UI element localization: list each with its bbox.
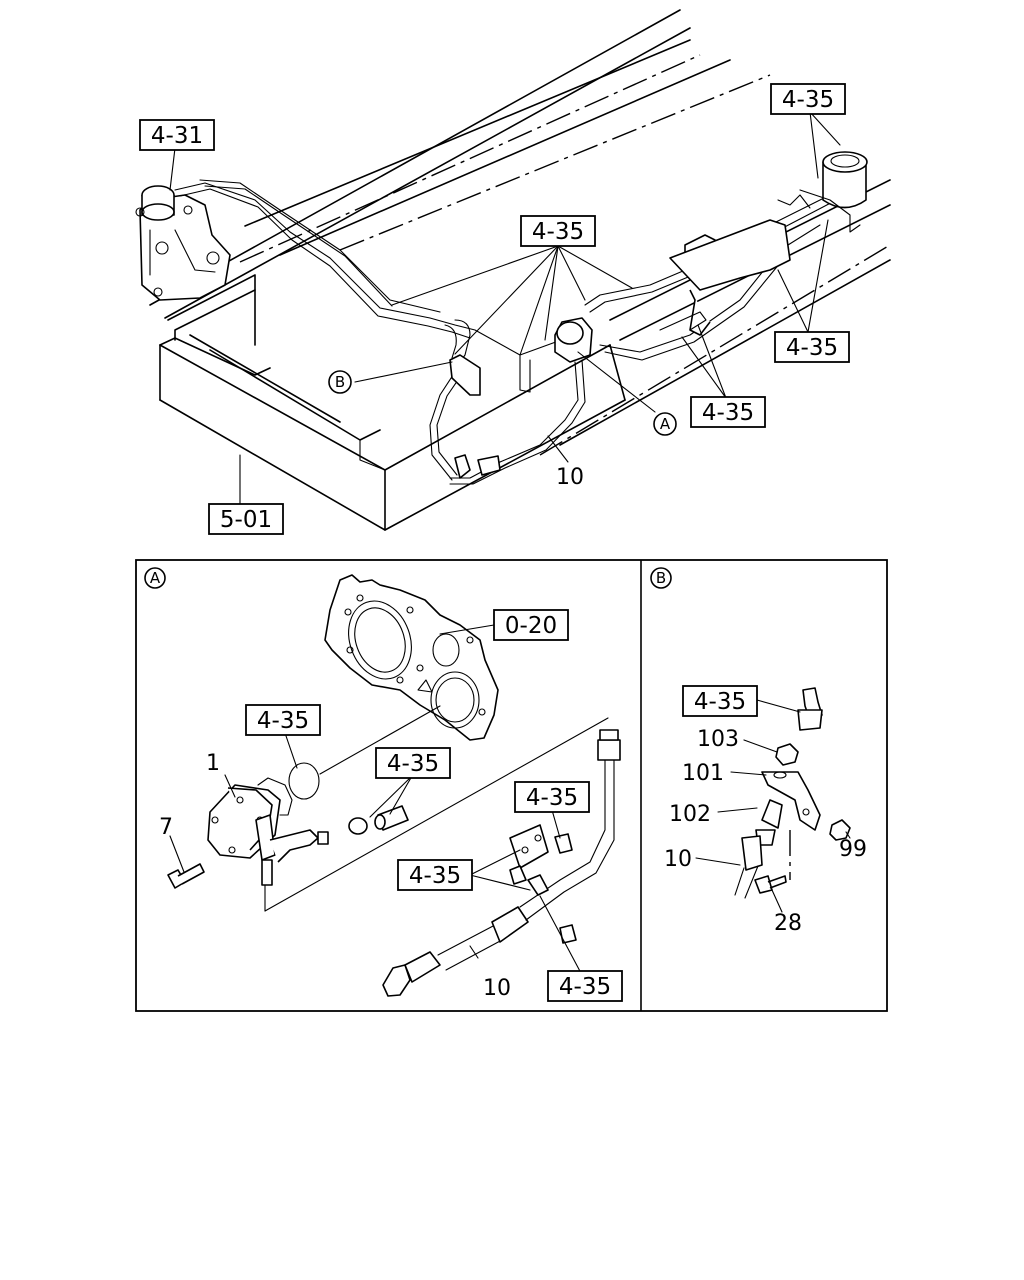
svg-text:0-20: 0-20 [505,613,557,639]
callout-5-01: 5-01 [208,503,284,535]
marker-a-detail: A [144,567,166,589]
hose-bracket [509,824,577,944]
hose-detail-b [734,835,763,899]
callout-4-35-right: 4-35 [774,331,850,363]
pipe-routing [174,179,843,393]
adapter-plate [324,574,499,741]
callout-4-31: 4-31 [139,119,215,151]
oil-reservoir [777,151,868,233]
svg-text:4-35: 4-35 [526,785,578,811]
o-ring [288,762,320,800]
power-steering-pump [429,317,593,485]
svg-text:A: A [150,569,161,587]
detail-b-panel: B [650,567,867,936]
steering-gear [135,185,231,301]
svg-text:4-35: 4-35 [257,708,309,734]
svg-text:4-35: 4-35 [694,689,746,715]
pump-assembly [207,777,329,886]
bolt-28 [754,875,787,894]
label-nut-103: 103 [697,727,739,752]
nut-99 [829,819,851,841]
nut-103 [775,743,799,766]
svg-text:A: A [660,415,671,433]
label-bolt-7: 7 [159,815,173,840]
label-pump-1: 1 [206,751,220,776]
chassis-frame [149,9,891,531]
callout-4-35-bracket: 4-35 [514,781,590,813]
label-hose-10: 10 [556,465,584,490]
label-hose-10-a: 10 [483,976,511,1001]
marker-a-overview: A [653,412,677,436]
callout-4-35-reservoir: 4-35 [770,83,846,115]
label-nut-99: 99 [839,837,867,862]
svg-text:4-31: 4-31 [151,123,203,149]
callout-4-35-oring: 4-35 [245,704,321,736]
callout-4-35-center: 4-35 [520,215,596,247]
overview-leaders [169,111,841,506]
callout-4-35-bolt: 4-35 [547,970,623,1002]
sleeve-parts [348,805,409,835]
bracket-101 [761,771,821,831]
svg-text:4-35: 4-35 [559,974,611,1000]
marker-b-detail: B [650,567,672,589]
label-bracket-101: 101 [682,761,724,786]
svg-text:4-35: 4-35 [387,751,439,777]
label-fitting-102: 102 [669,802,711,827]
detail-a-leaders [169,624,609,976]
svg-text:4-35: 4-35 [702,400,754,426]
marker-b-overview: B [328,370,352,394]
svg-text:5-01: 5-01 [220,507,272,533]
bolt-7 [167,863,205,889]
detail-b-leaders [695,699,851,913]
svg-text:B: B [656,569,666,587]
callout-0-20: 0-20 [493,609,569,641]
svg-text:B: B [335,373,345,391]
svg-text:4-35: 4-35 [409,863,461,889]
hose-end [797,687,823,731]
detail-a-panel: A [144,567,623,1002]
label-hose-10-b: 10 [664,847,692,872]
svg-text:4-35: 4-35 [782,87,834,113]
callout-4-35-clamp: 4-35 [397,859,473,891]
callout-4-35-clamps: 4-35 [690,396,766,428]
callout-4-35-sleeve: 4-35 [375,747,451,779]
svg-text:4-35: 4-35 [532,219,584,245]
overview-drawing [135,9,891,531]
fitting-102 [755,799,783,846]
label-bolt-28: 28 [774,911,802,936]
callout-4-35-hose-end: 4-35 [682,685,758,717]
svg-text:4-35: 4-35 [786,335,838,361]
detail-frame [135,559,888,1012]
